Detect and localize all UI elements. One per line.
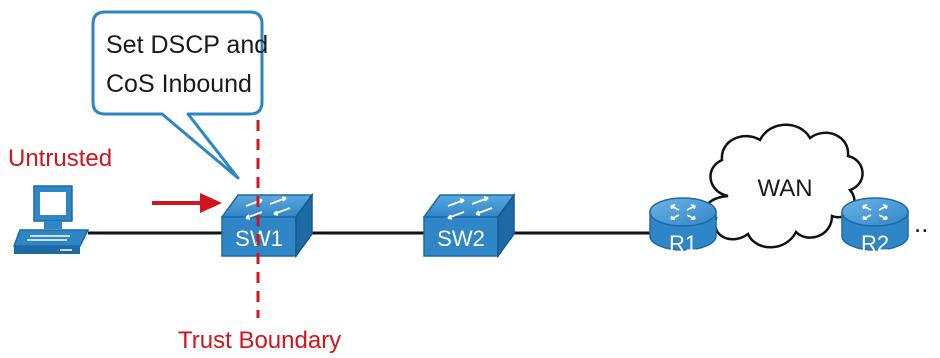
router-icon bbox=[841, 197, 909, 251]
switch-icon bbox=[422, 192, 516, 259]
cloud-icon bbox=[704, 123, 864, 249]
callout-line-1: Set DSCP and bbox=[106, 31, 268, 59]
router-icon bbox=[649, 197, 717, 251]
r1-label: R1 bbox=[669, 231, 697, 256]
switch-sw2: SW2 bbox=[422, 192, 516, 259]
r2-label: R2 bbox=[861, 231, 889, 256]
router-r1: R1 bbox=[649, 197, 717, 256]
sw2-label: SW2 bbox=[437, 226, 485, 251]
callout-bubble: Set DSCP and CoS Inbound bbox=[91, 10, 268, 180]
callout-shape bbox=[91, 10, 264, 180]
switch-sw1: SW1 bbox=[220, 192, 314, 259]
pc-icon bbox=[12, 185, 90, 254]
wan-label: WAN bbox=[757, 175, 812, 202]
trust-boundary-label: Trust Boundary bbox=[178, 327, 341, 354]
callout-line-2: CoS Inbound bbox=[106, 70, 252, 98]
arrow-right-icon bbox=[152, 193, 222, 213]
wan-cloud: WAN bbox=[704, 123, 864, 249]
router-r2: R2 bbox=[841, 197, 909, 256]
untrusted-label: Untrusted bbox=[8, 145, 112, 172]
continuation-ellipsis: .. bbox=[914, 208, 928, 238]
